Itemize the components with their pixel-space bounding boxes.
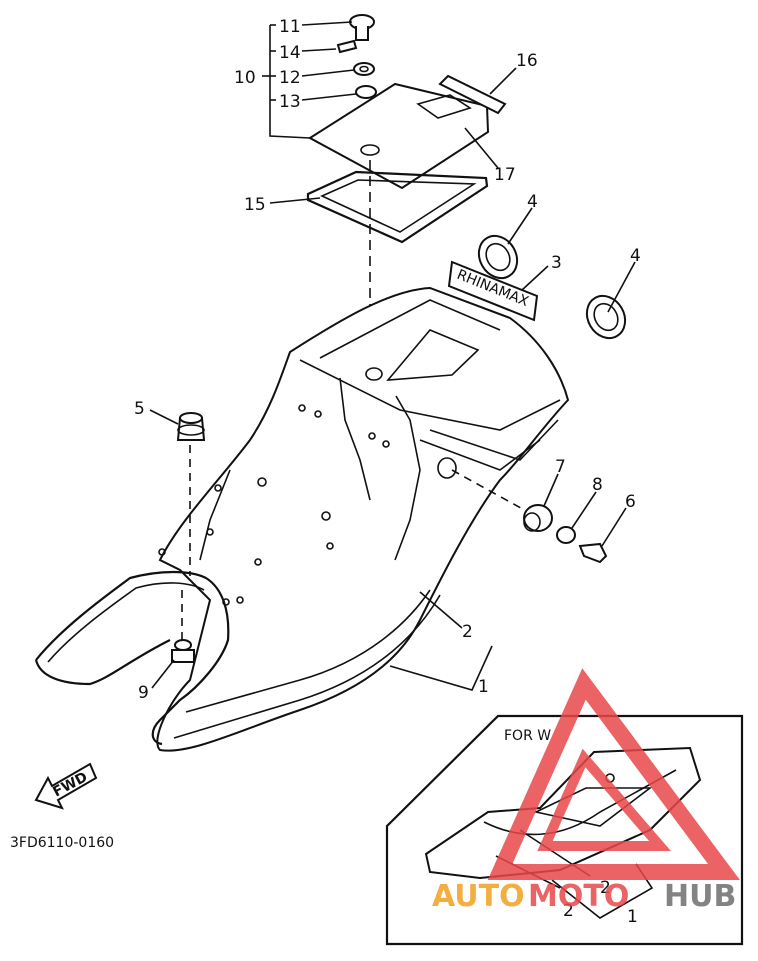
side-cover-body — [156, 286, 570, 752]
cap-plate — [308, 82, 490, 190]
label-11: 11 — [279, 17, 301, 37]
fuel-cap-parts — [336, 14, 377, 99]
seat-seal-loop — [35, 570, 230, 746]
automotohub-watermark: AUTO MOTO HUB — [432, 668, 740, 914]
fwd-label: FWD — [50, 769, 90, 800]
label-1: 1 — [478, 677, 489, 697]
watermark-moto: MOTO — [528, 879, 629, 914]
inset-label-2a: 2 — [600, 878, 611, 898]
label-5: 5 — [134, 399, 145, 419]
fwd-arrow-icon: FWD — [34, 762, 98, 810]
inset-label-2b: 2 — [563, 901, 574, 921]
screw-holes — [158, 404, 390, 606]
label-14: 14 — [279, 43, 301, 63]
label-2: 2 — [462, 622, 473, 642]
inset-label-1: 1 — [627, 907, 638, 927]
label-12: 12 — [279, 68, 301, 88]
side-bolt-parts — [523, 504, 608, 564]
label-4-left: 4 — [527, 192, 538, 212]
label-7: 7 — [555, 457, 566, 477]
label-9: 9 — [138, 683, 149, 703]
washer-right — [585, 294, 627, 340]
label-10: 10 — [234, 68, 256, 88]
label-16: 16 — [516, 51, 538, 71]
label-6: 6 — [625, 492, 636, 512]
damper-bottom — [171, 639, 195, 663]
diagram-code: 3FD6110-0160 — [10, 835, 114, 851]
watermark-auto: AUTO — [432, 879, 525, 914]
seal-strip — [438, 74, 507, 115]
label-8: 8 — [592, 475, 603, 495]
label-15: 15 — [244, 195, 266, 215]
part-labels: 11 14 10 12 13 16 17 15 4 3 4 5 7 8 6 2 … — [134, 17, 641, 703]
inset-title: FOR W — [504, 728, 551, 744]
label-13: 13 — [279, 92, 301, 112]
leader-lines — [149, 21, 636, 691]
label-3: 3 — [551, 253, 562, 273]
label-4-right: 4 — [630, 246, 641, 266]
grommet-top — [176, 412, 206, 441]
label-17: 17 — [494, 165, 516, 185]
watermark-hub: HUB — [664, 879, 736, 914]
